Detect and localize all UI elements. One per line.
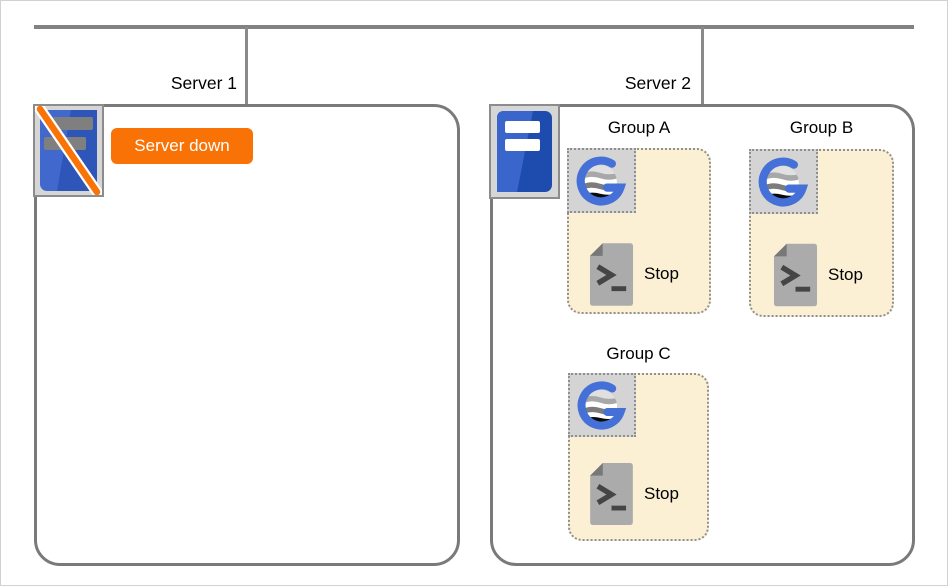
server1-label: Server 1 — [170, 73, 237, 93]
server-down-badge: Server down — [111, 128, 253, 164]
group-b-label: Group B — [789, 118, 854, 137]
sync-globe-g-glyph — [758, 157, 808, 206]
task-stop-label: Stop — [644, 484, 679, 503]
group-b-task: Stop — [773, 241, 863, 309]
script-icon — [773, 243, 818, 307]
script-icon — [590, 462, 633, 526]
server-up-icon-glyph — [497, 111, 552, 192]
sync-globe-g-glyph — [577, 380, 626, 430]
group-a-label: Group A — [607, 118, 671, 137]
server2-connector-line — [701, 27, 704, 104]
group-c-label: Group C — [606, 344, 671, 363]
group-c-task: Stop — [589, 462, 679, 526]
sync-globe-g-glyph — [576, 156, 626, 205]
server1-connector-line — [245, 27, 248, 104]
group-a-sync-globe-icon — [567, 148, 636, 213]
group-b-sync-globe-icon — [749, 149, 818, 214]
server-down-icon-glyph — [35, 106, 102, 195]
network-bus-line — [34, 25, 914, 29]
task-stop-label: Stop — [828, 265, 863, 284]
server-down-icon — [33, 104, 104, 197]
group-c-sync-globe-icon — [568, 373, 636, 437]
server1-box — [34, 104, 460, 566]
task-stop-label: Stop — [644, 264, 679, 283]
server2-label: Server 2 — [624, 73, 691, 93]
script-icon — [589, 242, 634, 306]
group-a-task: Stop — [589, 241, 679, 307]
server-up-icon — [489, 104, 560, 199]
